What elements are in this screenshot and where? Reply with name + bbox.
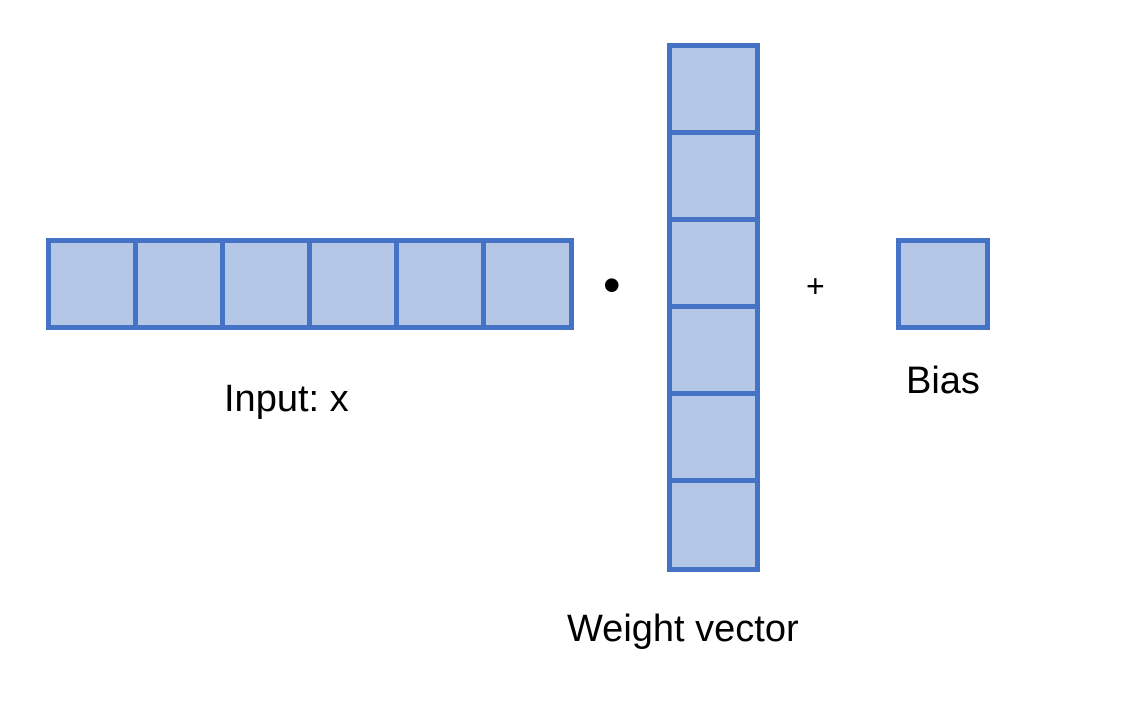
weight-vector-cell xyxy=(667,130,760,222)
input-vector-cell xyxy=(220,238,312,330)
input-vector-cell xyxy=(481,238,574,330)
weight-vector-cell xyxy=(667,391,760,483)
input-vector-cell xyxy=(394,238,486,330)
plus-operator: + xyxy=(806,268,825,304)
input-vector-cell xyxy=(133,238,225,330)
bias-box xyxy=(896,238,990,330)
weight-vector-cell xyxy=(667,478,760,572)
input-vector-cell xyxy=(46,238,138,330)
weight-vector xyxy=(667,43,760,572)
bias-cell xyxy=(896,238,990,330)
dot-product-operator: • xyxy=(603,257,621,313)
weight-vector-label: Weight vector xyxy=(567,608,799,650)
bias-label: Bias xyxy=(906,360,980,402)
input-label: Input: x xyxy=(224,378,349,420)
weight-vector-cell xyxy=(667,304,760,396)
input-vector-cell xyxy=(307,238,399,330)
weight-vector-cell xyxy=(667,217,760,309)
input-vector xyxy=(46,238,574,330)
weight-vector-cell xyxy=(667,43,760,135)
